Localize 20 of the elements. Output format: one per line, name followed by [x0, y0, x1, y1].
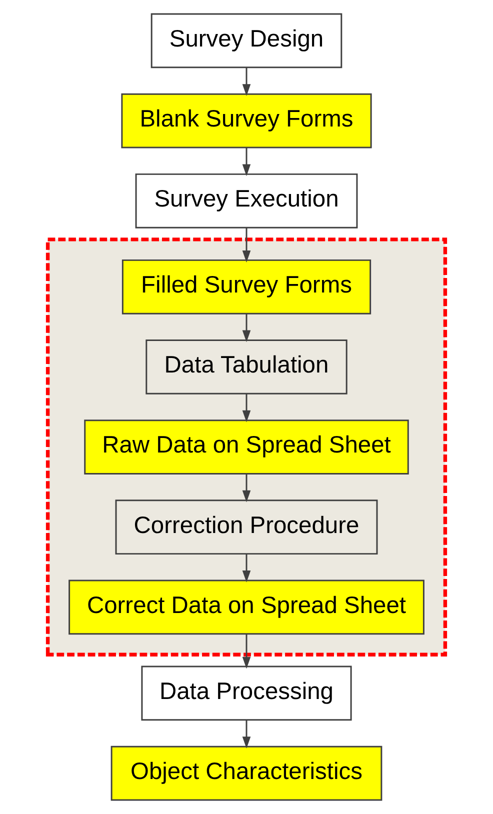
arrow — [242, 314, 251, 342]
node-box: Survey Execution — [135, 173, 358, 228]
arrow — [242, 720, 251, 748]
arrow — [242, 148, 251, 176]
arrow — [242, 474, 251, 502]
node-box: Correct Data on Spread Sheet — [68, 580, 424, 635]
arrow — [242, 394, 251, 422]
node-box: Data Tabulation — [146, 340, 348, 394]
node-box: Filled Survey Forms — [122, 259, 372, 314]
node-box: Correction Procedure — [115, 500, 378, 555]
arrow — [242, 67, 251, 96]
cluster — [46, 238, 448, 656]
arrow — [242, 228, 251, 262]
node-box: Survey Design — [150, 13, 342, 68]
node-box: Blank Survey Forms — [121, 93, 372, 148]
node-box: Object Characteristics — [110, 746, 382, 801]
arrow — [242, 634, 251, 669]
arrow — [242, 554, 251, 582]
node-box: Raw Data on Spread Sheet — [84, 420, 409, 474]
node-box: Data Processing — [141, 666, 352, 721]
